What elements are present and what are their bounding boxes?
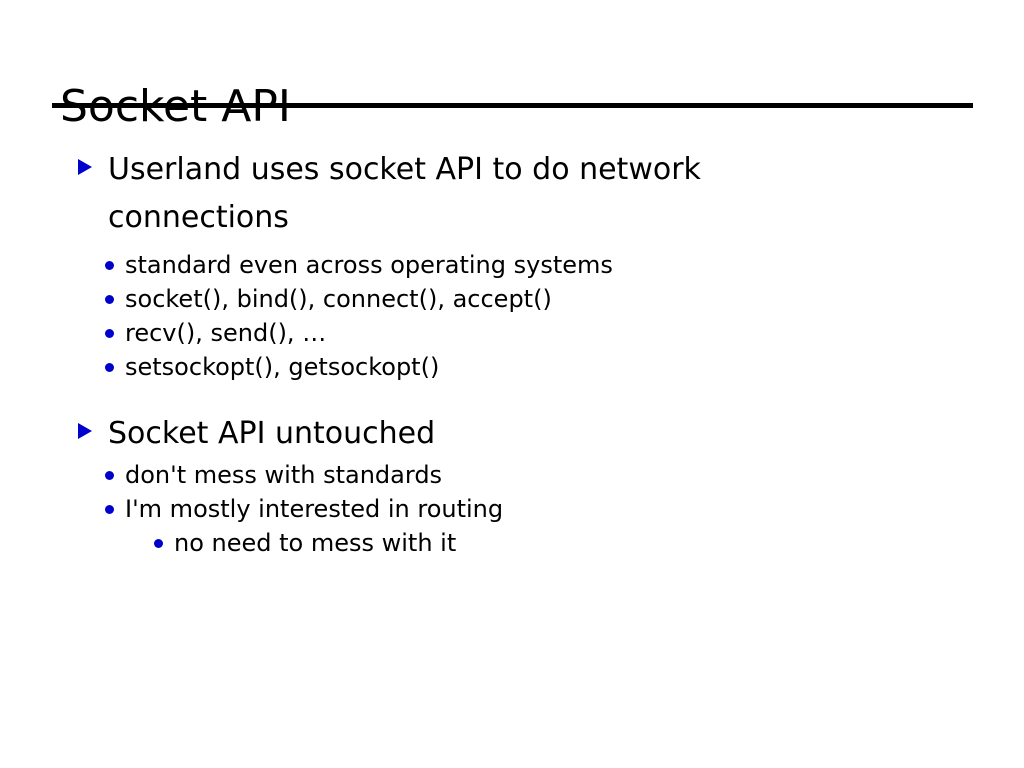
blue-dot-bullet-icon xyxy=(105,363,114,372)
blue-triangle-bullet-icon xyxy=(78,159,92,175)
bullet-text: recv(), send(), … xyxy=(125,319,327,347)
bullet-level1: Socket API untouched xyxy=(0,410,1024,458)
blue-dot-bullet-icon xyxy=(105,329,114,338)
bullet-level2: I'm mostly interested in routing xyxy=(0,492,1024,526)
slide-body: Userland uses socket API to do network c… xyxy=(0,146,1024,560)
blue-dot-bullet-icon xyxy=(105,471,114,480)
bullet-text: Socket API untouched xyxy=(108,416,436,451)
blue-dot-bullet-icon xyxy=(154,539,163,548)
bullet-text: I'm mostly interested in routing xyxy=(125,495,504,523)
bullet-level2: don't mess with standards xyxy=(0,458,1024,492)
bullet-level2: setsockopt(), getsockopt() xyxy=(0,350,1024,384)
bullet-text: standard even across operating systems xyxy=(125,251,613,279)
bullet-text: Userland uses socket API to do network c… xyxy=(108,152,701,235)
blue-triangle-bullet-icon xyxy=(78,423,92,439)
blue-dot-bullet-icon xyxy=(105,295,114,304)
bullet-level2: socket(), bind(), connect(), accept() xyxy=(0,282,1024,316)
bullet-level3: no need to mess with it xyxy=(0,526,1024,560)
bullet-level1: Userland uses socket API to do network c… xyxy=(0,146,1024,242)
blue-dot-bullet-icon xyxy=(105,505,114,514)
bullet-text: don't mess with standards xyxy=(125,461,443,489)
bullet-level2: standard even across operating systems xyxy=(0,248,1024,282)
bullet-text: socket(), bind(), connect(), accept() xyxy=(125,285,552,313)
bullet-level2: recv(), send(), … xyxy=(0,316,1024,350)
bullet-text: no need to mess with it xyxy=(174,529,457,557)
bullet-text: setsockopt(), getsockopt() xyxy=(125,353,440,381)
blue-dot-bullet-icon xyxy=(105,261,114,270)
spacer xyxy=(0,384,1024,410)
title-underline-rule xyxy=(52,103,973,108)
